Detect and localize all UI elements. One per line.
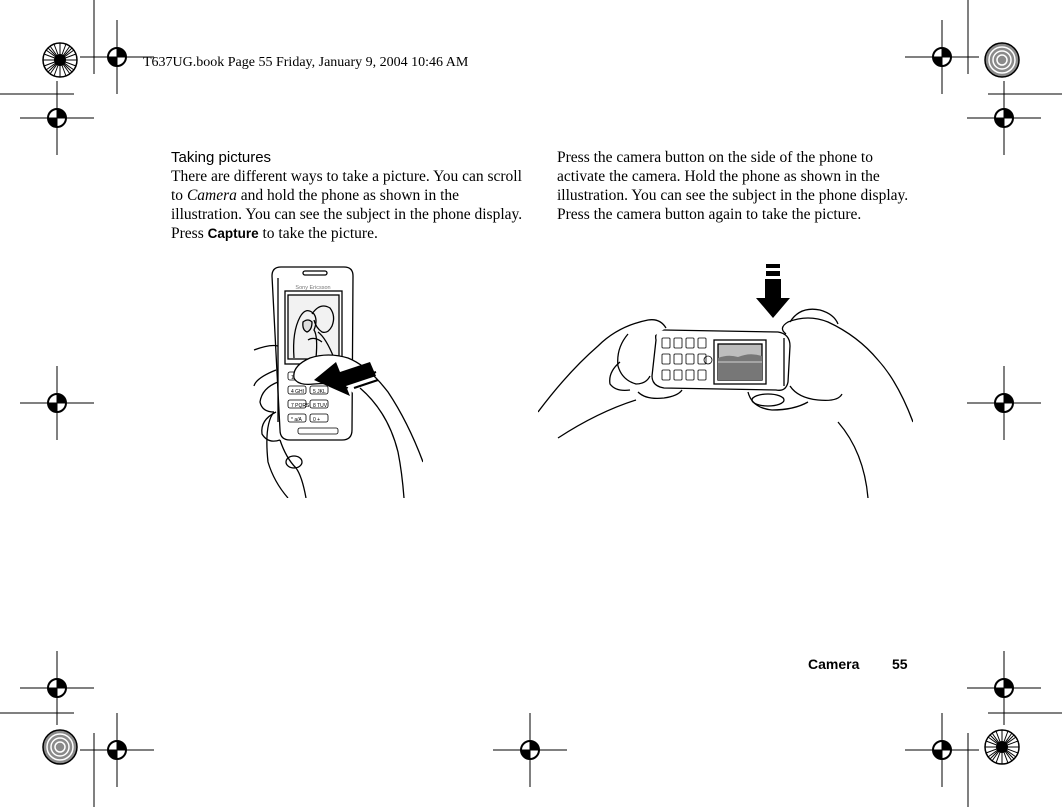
left-text-part-1: There are different ways to take a pictu…	[171, 168, 522, 204]
key-label: 4 GHI	[291, 389, 304, 395]
key-label: 5 JKL	[313, 389, 326, 395]
illustration-phone-landscape	[538, 264, 913, 498]
key-label: 7 PQRS	[291, 403, 310, 409]
press-down-arrow	[756, 264, 790, 318]
print-header: T637UG.book Page 55 Friday, January 9, 2…	[143, 55, 469, 70]
right-column-text: Press the camera button on the side of t…	[557, 149, 909, 223]
footer-page-number: 55	[892, 656, 908, 672]
section-heading: Taking pictures	[171, 149, 272, 166]
key-label: 8 TUV	[313, 403, 328, 409]
key-label: * a/A	[291, 417, 303, 423]
right-column: Press the camera button on the side of t…	[557, 148, 917, 224]
phone-brand-text: Sony Ericsson	[295, 285, 330, 291]
softkey-capture: Capture	[207, 226, 259, 241]
key-label: 1	[291, 375, 294, 381]
left-column: Taking pictures There are different ways…	[171, 148, 531, 243]
left-text-part-3: to take the picture.	[258, 225, 378, 242]
left-text-part-2: and hold the phone as shown in the illus…	[171, 187, 523, 242]
menu-item-camera: Camera	[186, 187, 237, 204]
footer-section-title: Camera	[808, 656, 860, 672]
key-label: 0 +	[313, 417, 320, 423]
illustration-phone-portrait: Sony Ericsson 1 4 GHI 5 JKL 7 PQRS 8 TUV…	[253, 266, 423, 498]
